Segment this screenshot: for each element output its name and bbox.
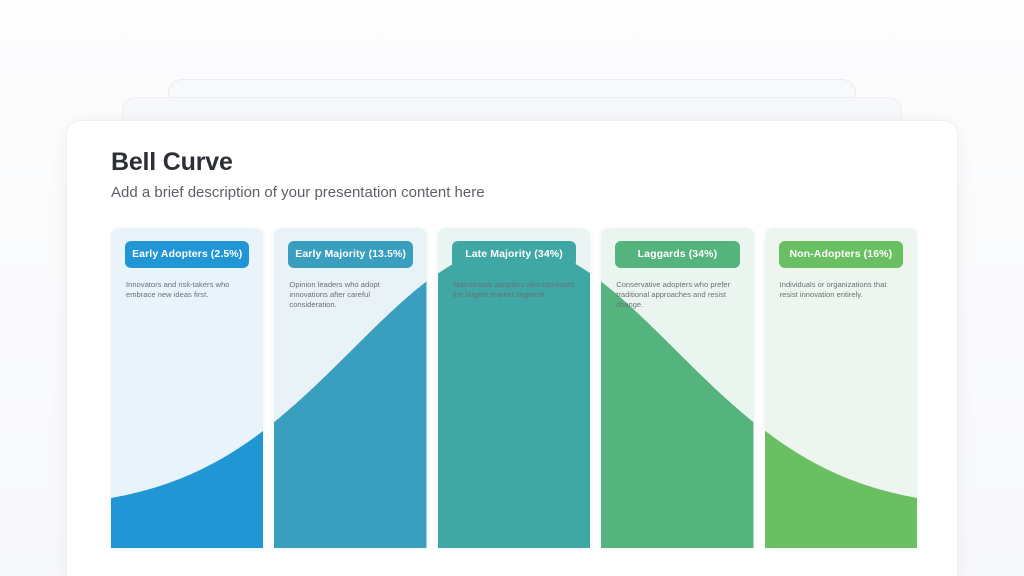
page-title: Bell Curve [111, 148, 233, 176]
page-subtitle: Add a brief description of your presenta… [111, 184, 485, 201]
curve-area-fill [601, 281, 754, 548]
curve-area-fill [437, 245, 591, 548]
curve-segment-5 [764, 430, 918, 548]
column-header-3: Late Majority (34%) Mainstream adopters w… [438, 228, 590, 324]
segment-badge-5[interactable]: Non-Adopters (16%) [778, 241, 904, 268]
column-header-1: Early Adopters (2.5%) Innovators and risk… [111, 228, 263, 324]
column-header-5: Non-Adopters (16%) Individuals or organiz… [765, 228, 917, 324]
segment-description-5: Individuals or organizations that resist… [779, 280, 887, 300]
curve-area-fill [764, 430, 918, 548]
bell-curve-column-4[interactable]: Laggards (34%) Conservative adopters who … [601, 228, 754, 548]
slide-header: Bell Curve Add a brief description of yo… [111, 147, 917, 202]
curve-segment-3 [437, 245, 591, 548]
curve-area-fill [111, 430, 264, 548]
segment-description-3: Mainstream adopters who represent the la… [452, 280, 575, 300]
bell-curve-column-2[interactable]: Early Majority (13.5%) Opinion leaders wh… [274, 228, 427, 548]
column-header-2: Early Majority (13.5%) Opinion leaders wh… [274, 228, 426, 324]
bell-curve-column-1[interactable]: Early Adopters (2.5%) Innovators and risk… [111, 228, 264, 548]
bell-curve-column-3[interactable]: Late Majority (34%) Mainstream adopters w… [437, 228, 591, 548]
segment-description-2: Opinion leaders who adopt innovations af… [289, 280, 380, 310]
curve-segment-1 [111, 430, 264, 548]
segment-description-4: Conservative adopters who prefer traditi… [616, 280, 731, 310]
segment-description-1: Innovators and risk-takers who embrace n… [126, 280, 230, 300]
segment-badge-2[interactable]: Early Majority (13.5%) [288, 241, 413, 268]
curve-area-fill [274, 281, 427, 548]
segment-badge-4[interactable]: Laggards (34%) [615, 241, 740, 268]
bell-curve-column-5[interactable]: Non-Adopters (16%) Individuals or organiz… [764, 228, 918, 548]
bell-curve-columns: Early Adopters (2.5%) Innovators and risk… [111, 228, 918, 548]
column-header-4: Laggards (34%) Conservative adopters who … [601, 228, 753, 324]
segment-badge-3[interactable]: Late Majority (34%) [451, 241, 577, 268]
slide-panel: Bell Curve Add a brief description of yo… [66, 120, 958, 576]
curve-segment-2 [274, 281, 427, 548]
curve-segment-4 [601, 281, 754, 548]
segment-badge-1[interactable]: Early Adopters (2.5%) [125, 241, 250, 268]
